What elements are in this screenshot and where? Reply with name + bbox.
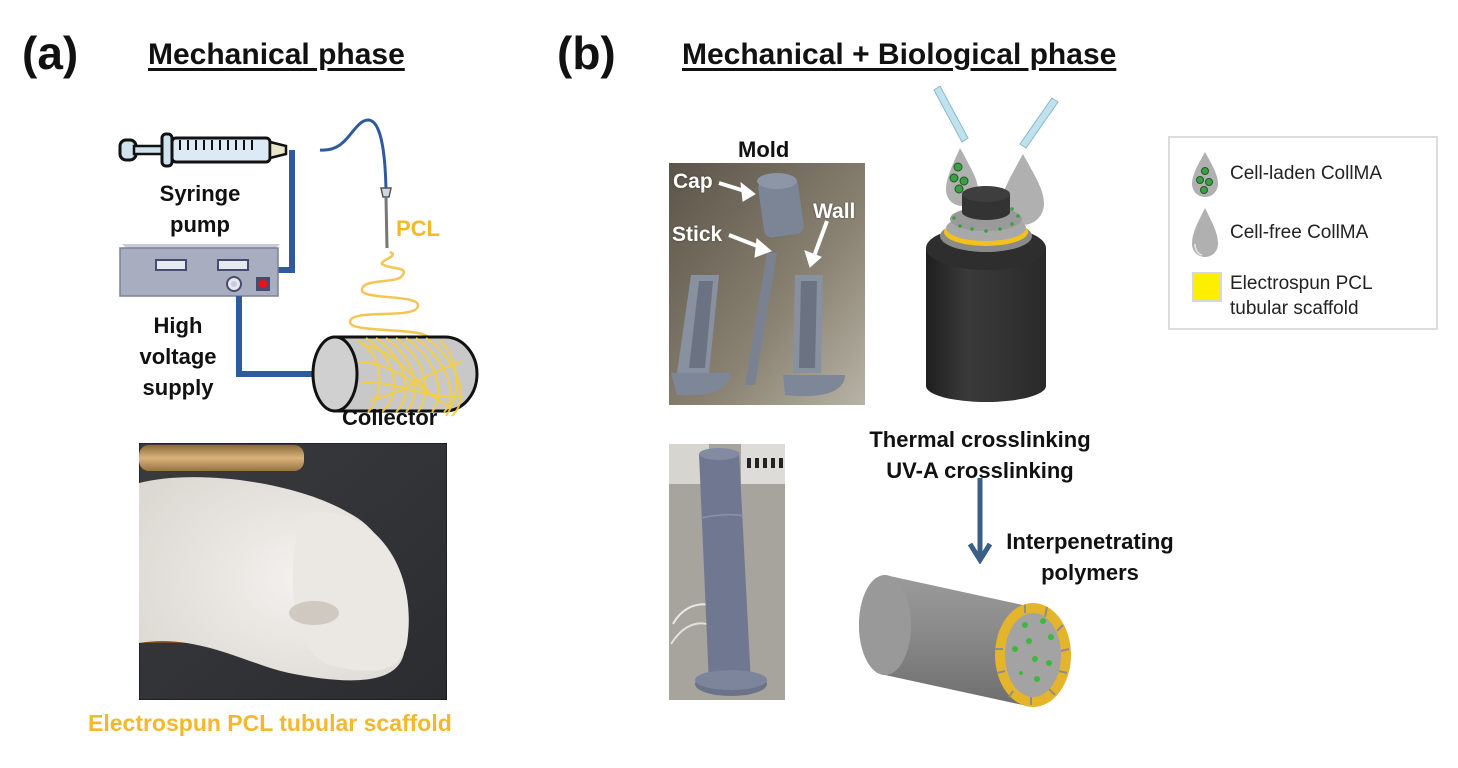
hv-label-line1: High <box>153 313 203 338</box>
high-voltage-supply-label: High voltage supply <box>118 310 238 403</box>
polymers-label: polymers <box>1041 560 1139 585</box>
legend-label-pcl-line1: Electrospun PCL <box>1230 273 1373 294</box>
pipette-icon-right <box>1019 97 1059 149</box>
pcl-label: PCL <box>396 216 440 241</box>
legend-item-cell-laden: Cell-laden CollMA <box>1170 150 1436 198</box>
assembled-mold-photo <box>669 444 785 700</box>
electrospinning-schematic <box>118 118 479 417</box>
collector-drum-icon <box>311 335 479 417</box>
tubular-construct-icon <box>859 575 1071 707</box>
legend-label-cell-laden: Cell-laden CollMA <box>1230 163 1383 184</box>
legend: Cell-laden CollMA Cell-free CollMA Elect… <box>1168 136 1438 330</box>
interpenetrating-polymers-label: Interpenetrating polymers <box>990 526 1190 588</box>
mold-parts-photo <box>669 163 865 405</box>
panel-a-label: (a) <box>22 27 79 79</box>
mold-wall-left <box>671 275 731 396</box>
scaffold-photo-caption: Electrospun PCL tubular scaffold <box>88 710 452 736</box>
down-arrow-icon <box>968 478 992 564</box>
collector-label: Collector <box>342 405 438 430</box>
mold-title: Mold <box>738 137 790 162</box>
syringe-pump-label: Syringe pump <box>140 178 260 240</box>
interpenetrating-label: Interpenetrating <box>1006 529 1174 554</box>
mold-cap <box>757 173 804 238</box>
legend-item-cell-free: Cell-free CollMA <box>1170 208 1436 258</box>
syringe-pump-label-line1: Syringe <box>159 181 241 206</box>
crosslinking-label: Thermal crosslinking UV-A crosslinking <box>840 424 1120 486</box>
legend-item-pcl-scaffold: Electrospun PCL tubular scaffold <box>1170 268 1436 324</box>
wire <box>278 150 295 273</box>
cell-free-drop-icon <box>1192 208 1218 257</box>
hv-label-line3: supply <box>142 375 214 400</box>
yellow-square-icon <box>1192 272 1222 302</box>
panel-a-title: Mechanical phase <box>148 38 405 71</box>
mold-wall-right <box>783 275 845 397</box>
legend-label-cell-free: Cell-free CollMA <box>1230 222 1369 243</box>
hv-label-line2: voltage <box>139 344 217 369</box>
wall-label: Wall <box>813 200 856 223</box>
thermal-crosslinking-label: Thermal crosslinking <box>869 427 1091 452</box>
pipette-icon-left <box>933 86 969 143</box>
casting-schematic <box>926 86 1059 402</box>
scaffold-photo <box>139 443 447 700</box>
stick-label: Stick <box>672 223 723 246</box>
syringe-pump-label-line2: pump <box>170 212 230 237</box>
legend-label-pcl-line2: tubular scaffold <box>1230 298 1359 319</box>
mold-stick <box>745 253 777 385</box>
high-voltage-supply-icon <box>119 244 280 297</box>
panel-b-title: Mechanical + Biological phase <box>682 38 1117 71</box>
cell-laden-drop-icon <box>1192 152 1218 197</box>
cap-label: Cap <box>673 170 713 193</box>
panel-b-label: (b) <box>557 27 616 79</box>
syringe-icon <box>118 132 288 168</box>
mold-assembly-icon <box>926 186 1046 402</box>
